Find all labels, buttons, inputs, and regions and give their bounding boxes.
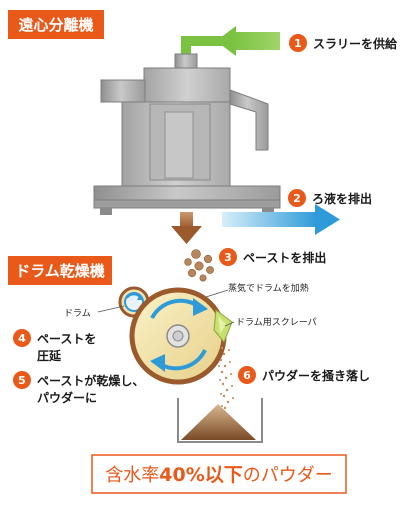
step-2-label: ろ液を排出	[312, 191, 372, 206]
step-4: 4 ペーストを 圧延	[13, 329, 96, 363]
result-bold: 40%以下	[159, 464, 242, 486]
step-5-label-line2: パウダーに	[37, 390, 97, 405]
falling-powder	[218, 346, 234, 410]
step-3-number: 3	[224, 251, 232, 264]
result-prefix: 含水率	[105, 465, 159, 486]
step-4-label-line2: 圧延	[37, 348, 62, 363]
paste-discharge-arrow	[171, 212, 202, 244]
result-suffix: のパウダー	[243, 465, 333, 486]
step-5: 5 ペーストが乾燥し、 パウダーに	[13, 371, 144, 405]
step-3: 3 ペーストを排出	[219, 248, 326, 266]
section-label-centrifuge-text: 遠心分離機	[18, 16, 93, 34]
step-1-label: スラリーを供給	[313, 36, 398, 51]
step-4-number: 4	[18, 332, 26, 345]
step-1: 1 スラリーを供給	[289, 34, 398, 52]
step-6-number: 6	[243, 369, 251, 382]
centrifuge-machine	[93, 53, 281, 215]
step-3-label: ペーストを排出	[243, 250, 326, 265]
filtrate-discharge-arrow	[222, 204, 340, 235]
result-text: 含水率40%以下のパウダー	[105, 464, 332, 486]
callout-drum: ドラム	[64, 308, 91, 319]
step-6: 6 パウダーを掻き落し	[238, 366, 370, 384]
step-4-label-line1: ペーストを	[37, 332, 96, 346]
callout-lines	[97, 289, 235, 327]
section-label-drum-dryer-text: ドラム乾燥機	[15, 262, 105, 280]
section-label-centrifuge: 遠心分離機	[8, 10, 104, 39]
drum-dryer	[118, 286, 233, 385]
result-banner: 含水率40%以下のパウダー	[91, 454, 347, 494]
powder-container	[177, 398, 263, 443]
section-label-drum-dryer: ドラム乾燥機	[8, 256, 112, 285]
slurry-feed-arrow	[181, 26, 280, 56]
paste-blobs	[184, 249, 214, 282]
step-5-label-line1: ペーストが乾燥し、	[37, 373, 144, 388]
step-5-number: 5	[18, 374, 26, 387]
step-1-number: 1	[294, 37, 302, 50]
step-2-number: 2	[293, 192, 301, 205]
callout-steam-heating: 蒸気でドラムを加熱	[228, 282, 309, 294]
callout-scraper: ドラム用スクレーパ	[236, 317, 317, 328]
step-6-label: パウダーを掻き落し	[262, 368, 370, 383]
step-2: 2 ろ液を排出	[288, 189, 372, 207]
